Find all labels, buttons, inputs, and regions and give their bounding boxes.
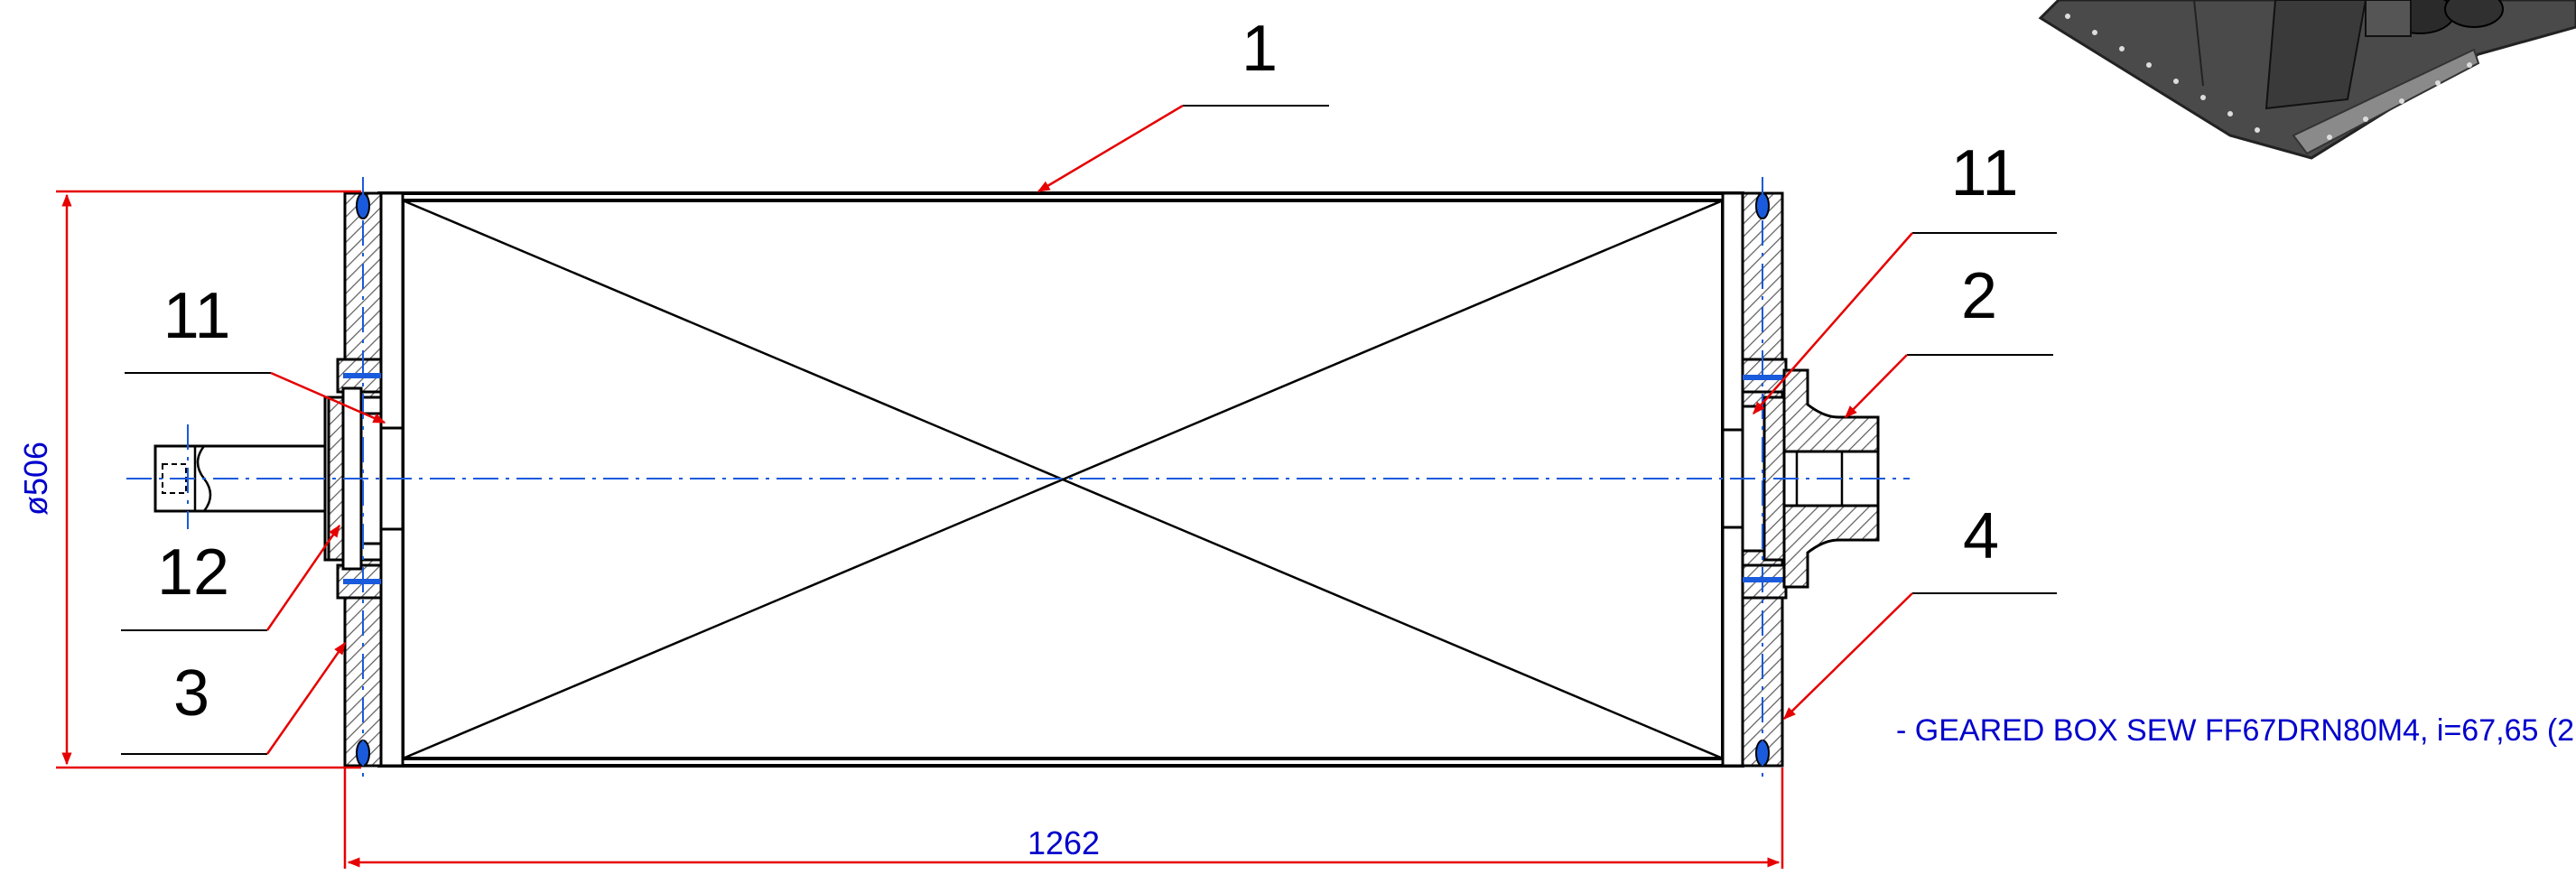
diameter-label: ø506 (17, 442, 54, 516)
length-label: 1262 (1028, 824, 1100, 861)
callout-1: 1 (1242, 13, 1278, 85)
left-shaft (153, 444, 327, 513)
left-bearing-housing (323, 358, 405, 600)
callout-11-left: 11 (163, 280, 231, 352)
callout-3: 3 (173, 657, 209, 730)
gearbox-3d-render (2038, 0, 2576, 160)
callout-2: 2 (1961, 260, 1997, 332)
gearbox-note: - GEARED BOX SEW FF67DRN80M4, i=67,65 (2… (1896, 713, 2576, 748)
callout-arrows (265, 104, 1913, 755)
length-dimension (343, 768, 1784, 869)
callout-11-right: 11 (1951, 137, 2019, 209)
diameter-dimension (56, 190, 361, 769)
callout-shelves (121, 105, 2057, 755)
drive-flange (1782, 368, 1880, 589)
callout-4: 4 (1963, 500, 1999, 572)
callout-12: 12 (157, 536, 229, 609)
